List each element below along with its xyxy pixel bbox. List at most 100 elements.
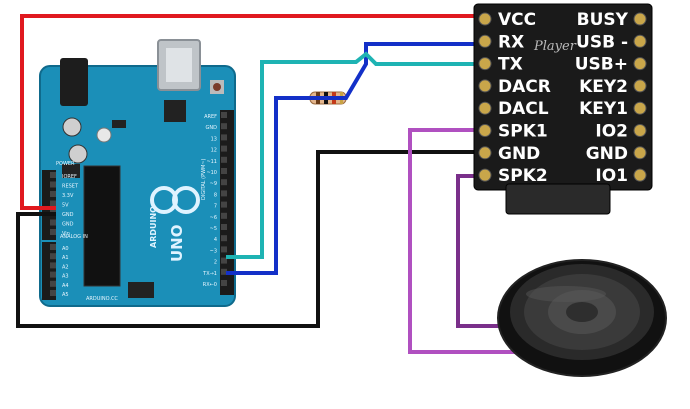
pin-label-left: DACL — [498, 99, 549, 119]
digital-pin-label: ~11 — [206, 159, 217, 165]
module-pin-right — [633, 101, 647, 115]
pin-label-right: BUSY — [577, 10, 629, 30]
module-pin-left — [478, 146, 492, 160]
digital-pin-label: ~9 — [210, 181, 217, 187]
digital-pin-label: RX←0 — [203, 282, 217, 288]
module-pin-left — [478, 57, 492, 71]
pin-label-left: SPK2 — [498, 166, 548, 186]
digital-pin-label: TX→1 — [202, 271, 217, 277]
module-pin-right — [633, 124, 647, 137]
pin-label-left: TX — [498, 55, 523, 75]
module-pin-left — [478, 101, 492, 115]
analog-pin-label: A0 — [62, 246, 69, 252]
digital-pin-label: 7 — [214, 204, 217, 210]
speaker — [497, 259, 667, 377]
digital-pin-label: 2 — [214, 260, 217, 266]
module-pin-right — [633, 57, 647, 71]
module-pin-left — [478, 79, 492, 93]
pin-label-right: KEY2 — [579, 77, 628, 97]
crystal — [96, 127, 112, 143]
digital-pin-label-hole — [221, 145, 227, 152]
digital-pin-label: 12 — [211, 148, 217, 154]
wire-tx — [226, 51, 490, 259]
pin-label-left: SPK1 — [498, 122, 548, 142]
logo-brand-text: ARDUINO — [149, 206, 158, 248]
digital-pin-label: 13 — [211, 136, 217, 142]
digital-pin-label-hole — [221, 123, 227, 130]
module-pin-right — [633, 34, 647, 48]
module-pin-left — [478, 124, 492, 137]
wire-rx — [226, 42, 490, 275]
digital-pin-label-hole — [221, 168, 227, 174]
module-pin-left — [478, 12, 492, 26]
power-pin-label: 3.3V — [62, 193, 74, 199]
atmega-chip — [83, 165, 121, 287]
digital-pin-label: 8 — [214, 192, 217, 198]
digital-pin-label-hole — [221, 156, 227, 163]
sd-card-slot — [505, 183, 611, 215]
pin-label-left: VCC — [498, 10, 536, 30]
arduino-logo: UNO ARDUINO — [149, 186, 200, 263]
digital-header-title: DIGITAL (PWM~) — [201, 158, 207, 200]
usb-chip — [164, 100, 186, 122]
digital-pin-label: ~5 — [210, 226, 217, 232]
power-pin-label: RESET — [62, 184, 79, 190]
digital-pin-label: 4 — [214, 237, 217, 243]
analog-pin-label-hole — [50, 253, 56, 260]
digital-pin-label-hole — [221, 257, 227, 264]
wire-gnd-module — [16, 150, 490, 328]
module-pin-right — [633, 146, 647, 160]
footer-text: ARDUINO.CC — [86, 296, 118, 302]
analog-pin-label-hole — [50, 271, 56, 278]
digital-pin-label: ~6 — [210, 215, 217, 221]
digital-pin-label-hole — [221, 268, 227, 275]
smd-component — [112, 120, 126, 128]
module-pin-right — [633, 12, 647, 26]
digital-pin-label-hole — [221, 212, 227, 219]
digital-pin-label-hole — [221, 201, 227, 208]
power-pin-label-hole — [50, 172, 56, 178]
analog-pin-label: A2 — [62, 264, 69, 270]
pin-label-right: KEY1 — [579, 99, 628, 119]
pin-label-right: USB+ — [575, 55, 628, 75]
analog-pin-label-hole — [50, 290, 56, 296]
wire-spk1 — [408, 128, 540, 354]
analog-pin-label: A4 — [62, 283, 69, 289]
power-pin-label-hole — [50, 219, 56, 226]
digital-pin-label: ~10 — [206, 170, 217, 176]
digital-pin-label: ~3 — [210, 248, 217, 254]
wire-vcc — [20, 14, 490, 210]
pin-label-left: RX — [498, 32, 524, 52]
module-brand: Player — [533, 39, 577, 54]
power-pin-label-hole — [50, 191, 56, 197]
voltage-regulator — [62, 164, 80, 178]
power-pin-label-hole — [50, 181, 56, 188]
module-pin-left — [478, 168, 492, 182]
pin-label-right: GND — [586, 144, 628, 164]
digital-pin-label-hole — [221, 235, 227, 242]
analog-pin-label-hole — [50, 262, 56, 269]
analog-header-title: ANALOG IN — [60, 234, 88, 240]
icsp-header — [128, 282, 154, 298]
power-pin-label: Vin — [62, 231, 70, 237]
logo-uno-text: UNO — [168, 225, 186, 263]
pin-label-left: GND — [498, 144, 540, 164]
digital-pin-label-hole — [221, 112, 227, 118]
power-pin-label: IOREF — [62, 174, 77, 180]
power-pin-label-hole — [50, 200, 56, 207]
analog-pin-label: A5 — [62, 292, 69, 298]
pin-label-left: DACR — [498, 77, 551, 97]
analog-pin-label: A1 — [62, 255, 69, 261]
pin-label-right: IO1 — [595, 166, 628, 186]
capacitor — [68, 144, 88, 164]
analog-pin-label-hole — [50, 280, 56, 287]
digital-pin-label-hole — [221, 134, 227, 141]
digital-pin-label-hole — [221, 179, 227, 186]
pin-label-right: USB - — [576, 32, 628, 52]
module-pin-left — [478, 34, 492, 48]
digital-pin-label-hole — [221, 280, 227, 286]
power-pin-label: 5V — [62, 203, 69, 209]
